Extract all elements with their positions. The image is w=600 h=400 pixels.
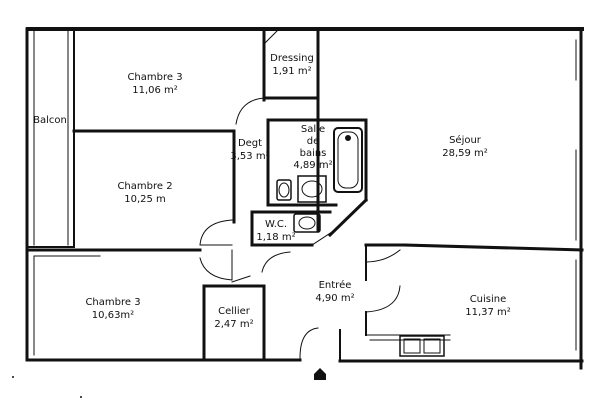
room-cellier-area: 2,47 m² bbox=[214, 319, 254, 330]
room-sdb-line1: Salle bbox=[300, 124, 326, 135]
room-sdb-area: 4,89 m² bbox=[293, 160, 333, 171]
room-chambre3-bottom: Chambre 3 10,63m² bbox=[68, 296, 158, 322]
room-chambre2: Chambre 2 10,25 m bbox=[100, 180, 190, 206]
room-wc-area: 1,18 m² bbox=[256, 232, 296, 243]
room-balcon: Balcon bbox=[30, 114, 70, 127]
room-entree: Entrée 4,90 m² bbox=[300, 279, 370, 305]
room-balcon-name: Balcon bbox=[33, 115, 67, 126]
room-entree-name: Entrée bbox=[318, 280, 352, 291]
room-cuisine: Cuisine 11,37 m² bbox=[448, 293, 528, 319]
room-cuisine-area: 11,37 m² bbox=[465, 307, 511, 318]
room-chambre3-top-name: Chambre 3 bbox=[127, 72, 183, 83]
room-degt: Degt 3,53 m² bbox=[230, 137, 270, 163]
bathtub-icon bbox=[333, 127, 363, 193]
room-salle-de-bains: Salle de bains 4,89 m² bbox=[288, 124, 338, 172]
room-cuisine-name: Cuisine bbox=[469, 294, 507, 305]
sink-icon bbox=[297, 175, 327, 203]
room-chambre3-top: Chambre 3 11,06 m² bbox=[110, 71, 200, 97]
room-dressing-area: 1,91 m² bbox=[272, 66, 312, 77]
room-wc-name: W.C. bbox=[264, 219, 288, 230]
room-degt-area: 3,53 m² bbox=[230, 151, 270, 162]
room-degt-name: Degt bbox=[237, 138, 263, 149]
toilet-icon bbox=[276, 179, 292, 201]
room-sejour: Séjour 28,59 m² bbox=[420, 134, 510, 160]
entrance-arrow-icon bbox=[314, 368, 326, 380]
room-chambre3-bottom-name: Chambre 3 bbox=[85, 297, 141, 308]
room-wc: W.C. 1,18 m² bbox=[254, 218, 298, 244]
room-chambre2-area: 10,25 m bbox=[124, 194, 166, 205]
room-chambre2-name: Chambre 2 bbox=[117, 181, 173, 192]
room-sdb-line2: de bbox=[306, 136, 320, 147]
room-sejour-area: 28,59 m² bbox=[442, 148, 488, 159]
room-dressing-name: Dressing bbox=[270, 53, 314, 64]
room-chambre3-top-area: 11,06 m² bbox=[132, 85, 178, 96]
room-entree-area: 4,90 m² bbox=[315, 293, 355, 304]
room-sejour-name: Séjour bbox=[449, 135, 481, 146]
room-chambre3-bottom-area: 10,63m² bbox=[91, 310, 135, 321]
room-dressing: Dressing 1,91 m² bbox=[262, 52, 322, 78]
wall-sejour-cuisine bbox=[403, 243, 584, 252]
kitchen-sink-icon bbox=[399, 335, 445, 357]
room-sdb-line3: bains bbox=[299, 148, 327, 159]
wc-toilet-icon bbox=[293, 213, 321, 233]
room-cellier-name: Cellier bbox=[218, 306, 250, 317]
room-cellier: Cellier 2,47 m² bbox=[206, 305, 262, 331]
